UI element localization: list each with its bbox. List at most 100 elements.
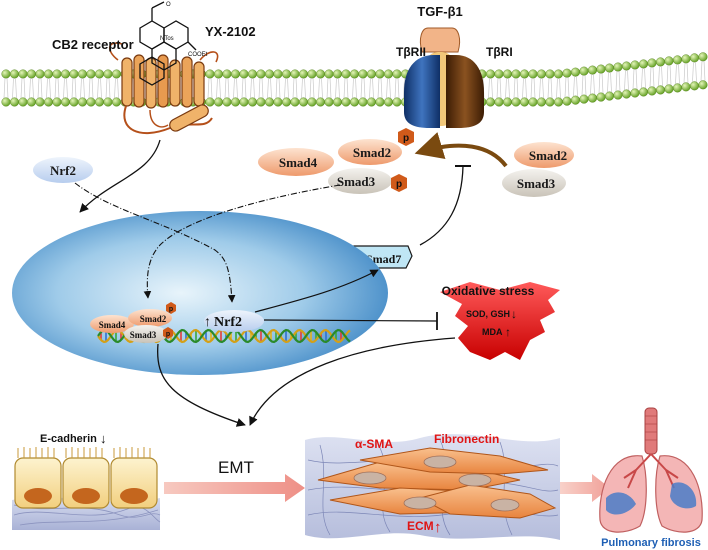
lipid-tail [335,77,340,99]
lipid-head [265,69,275,79]
lipid-head [562,68,572,78]
lipid-head [367,69,377,79]
ecm-label: ECM [407,519,434,533]
lipid-head [647,86,657,96]
lipid-tail [29,77,34,99]
nrf2-translocation-arrow [74,182,236,303]
lipid-tail [377,77,383,99]
lipid-tail [326,77,332,99]
lipid-head [77,69,87,79]
lipid-head [596,92,606,102]
lipid-head [94,69,104,79]
lipid-tail [80,77,85,99]
smad3-cyto-label: Smad3 [337,174,376,189]
fibronectin-label: Fibronectin [434,432,499,446]
smad-translocation-arrow [143,184,341,299]
free-smad3-label: Smad3 [517,176,556,191]
mda-label: MDA [482,327,503,337]
lipid-tail [683,62,689,83]
lipid-tail [360,77,366,99]
lipid-head [18,97,28,107]
lipid-head [375,69,385,79]
pulmonary-fibrosis-label: Pulmonary fibrosis [601,537,701,549]
lipid-head [537,97,547,107]
lipid-head [350,69,360,79]
lipid-head [562,96,572,106]
lipid-tail [505,77,510,99]
lipid-head [35,69,45,79]
lipid-head [528,69,538,79]
lipid-head [9,69,20,79]
lipid-head [511,69,521,79]
yx-2102-cooet: COOEt [188,52,208,58]
lipid-head [698,80,708,90]
cb2-to-nucleus-arrow [79,139,161,213]
lipid-tail [573,76,578,97]
lipid-tail [615,71,621,92]
lipid-tail [692,61,697,82]
lipid-head [358,97,368,107]
lipid-head [18,69,28,79]
lipid-head [341,69,351,79]
lipid-head [647,58,657,68]
lipid-head [27,69,37,79]
lipid-head [520,97,530,107]
membrane-inner-leaflet [1,80,708,107]
lipid-head [690,53,700,63]
lipid-tail [241,77,247,99]
lipid-head [290,69,300,79]
cb2-receptor [109,42,219,135]
phosphate-smad3 [391,174,407,192]
smad4-cyto-label: Smad4 [279,155,318,170]
lipid-head [1,97,11,107]
nrf2-to-smad7-arrow [254,269,379,313]
stress-to-emt-arrow [249,337,456,426]
lipid-tail [530,77,536,99]
membrane-lipid-tails [3,60,706,99]
tbrii-label: TβRII [396,45,426,59]
lipid-head [545,97,555,107]
lipid-head [273,97,283,107]
lipid-head [528,97,538,107]
lipid-tail [3,77,9,99]
free-smads: Smad2 Smad3 [502,142,574,197]
lipid-tail [63,77,68,99]
mda-up-arrow: ↑ [505,325,511,339]
lipid-head [554,69,564,79]
lipid-tail [284,77,289,99]
phosphate-smad2 [398,128,414,146]
phosphate-nuc-smad2-label: p [169,306,173,313]
lipid-head [571,67,581,77]
free-smad2-label: Smad2 [529,148,567,163]
asma-label: α-SMA [355,437,393,451]
lipid-tail [46,77,51,99]
lipid-head [664,56,674,66]
lipid-head [639,87,649,97]
lipid-tail [267,77,272,99]
lipid-tail [386,77,391,99]
lipid-head [69,97,79,107]
lipid-head [282,97,292,107]
lipid-tail [12,77,17,99]
lipid-tail [556,77,561,99]
lipid-head [205,69,215,79]
lipid-head [307,69,317,79]
lipid-head [307,97,317,107]
nrf2-cyto-label: Nrf2 [50,163,76,178]
lipid-head [613,90,623,100]
lipid-head [333,97,343,107]
lipid-tail [233,77,238,99]
lipid-head [324,69,334,79]
lipid-head [256,69,266,79]
lipid-head [247,69,257,79]
lipid-tail [641,67,646,88]
lipid-head [358,69,368,79]
lipid-head [503,97,513,107]
lipid-head [596,64,606,74]
lipid-tail [97,77,102,99]
lipid-head [690,81,700,91]
sod-gsh-label: SOD, GSH [466,309,510,319]
phosphate-nuc-smad3-label: p [166,331,170,338]
smad3-nuc-label: Smad3 [130,330,157,340]
lipid-head [613,62,623,72]
